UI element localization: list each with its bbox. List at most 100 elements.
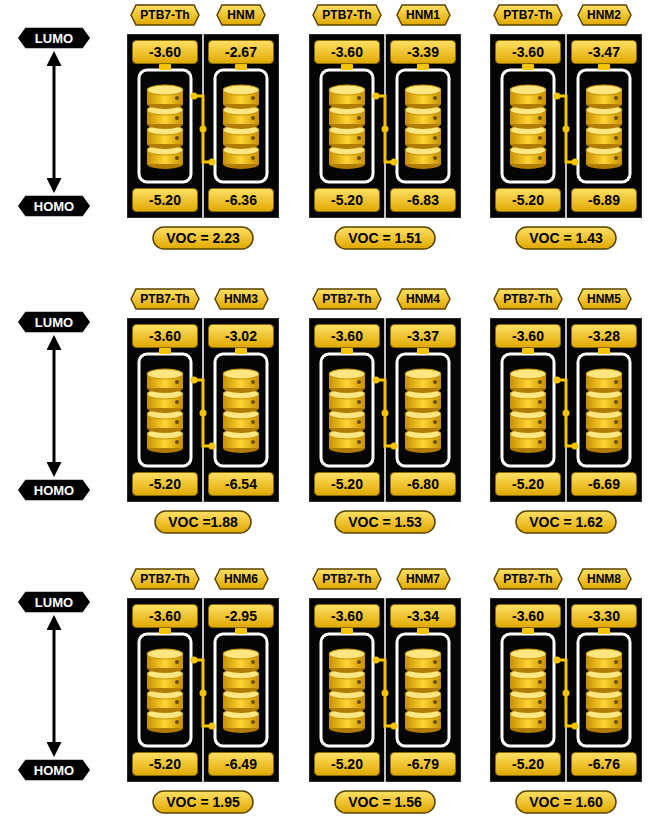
voc-pill: VOC = 1.51	[334, 226, 436, 250]
cell-dot	[614, 156, 618, 160]
cell-top	[329, 85, 365, 95]
cell-dot	[614, 136, 618, 140]
energy-level: -3.47	[588, 44, 620, 60]
cell-top	[405, 369, 441, 379]
wire-terminal	[554, 377, 561, 384]
energy-value: -3.28	[571, 324, 637, 348]
battery-wire	[554, 380, 578, 446]
energy-value: -3.60	[495, 324, 561, 348]
cell-dot	[433, 440, 437, 444]
cell-dot	[175, 156, 179, 160]
battery-cap	[235, 64, 247, 70]
voc-value: VOC = 1.56	[348, 794, 422, 810]
cell-dot	[433, 136, 437, 140]
energy-level: -6.69	[588, 476, 620, 492]
cell-top	[147, 85, 183, 95]
cell-dot	[175, 116, 179, 120]
cell-dot	[538, 380, 542, 384]
battery-cap	[159, 628, 171, 634]
cell-top	[510, 369, 546, 379]
material-name: PTB7-Th	[140, 8, 189, 22]
level-name: HOMO	[34, 199, 74, 214]
wire-terminal	[209, 723, 216, 730]
material-tag: PTB7-Th	[130, 288, 200, 310]
energy-value: -5.20	[314, 472, 380, 496]
cell-dot	[433, 420, 437, 424]
battery-cap	[341, 348, 353, 354]
material-tag: PTB7-Th	[312, 288, 382, 310]
energy-level: -5.20	[331, 756, 363, 772]
level-hexagon: LUMO	[16, 26, 92, 50]
material-tag: HNM1	[396, 4, 451, 26]
energy-level: -5.20	[331, 192, 363, 208]
material-tag: PTB7-Th	[130, 4, 200, 26]
material-tag: PTB7-Th	[493, 288, 563, 310]
energy-level: -6.49	[225, 756, 257, 772]
cell-dot	[175, 380, 179, 384]
cell-dot	[251, 720, 255, 724]
energy-level: -6.79	[407, 756, 439, 772]
double-arrow	[53, 338, 56, 474]
battery-cap	[417, 628, 429, 634]
material-tag: HNM	[216, 4, 266, 26]
cell-dot	[251, 380, 255, 384]
wire-terminal	[391, 159, 398, 166]
energy-level: -6.80	[407, 476, 439, 492]
battery-wire	[554, 96, 578, 162]
cell-dot	[357, 400, 361, 404]
energy-level: -3.60	[149, 608, 181, 624]
battery-outline	[321, 70, 373, 182]
wire-terminal	[373, 377, 380, 384]
cell-top	[223, 369, 259, 379]
battery-outline	[139, 634, 191, 746]
wire-joint	[382, 410, 389, 417]
double-arrow	[53, 618, 56, 754]
cell-dot	[251, 156, 255, 160]
wire-joint	[563, 410, 570, 417]
battery-cap	[522, 628, 534, 634]
material-name: PTB7-Th	[322, 572, 371, 586]
voc-value: VOC = 1.62	[529, 514, 603, 530]
energy-value: -3.60	[314, 324, 380, 348]
material-name: PTB7-Th	[322, 292, 371, 306]
voc-value: VOC = 1.53	[348, 514, 422, 530]
cell-dot	[357, 116, 361, 120]
material-name: PTB7-Th	[503, 292, 552, 306]
voc-value: VOC = 2.23	[166, 230, 240, 246]
cell-dot	[175, 720, 179, 724]
energy-level: -2.95	[225, 608, 257, 624]
cell-dot	[175, 440, 179, 444]
battery-outline	[502, 634, 554, 746]
cell-dot	[357, 380, 361, 384]
energy-value: -3.30	[571, 604, 637, 628]
cell-dot	[433, 660, 437, 664]
cell-dot	[614, 380, 618, 384]
energy-value: -3.60	[132, 604, 198, 628]
material-tag: HNM2	[577, 4, 632, 26]
wire-joint	[563, 126, 570, 133]
battery-outline	[397, 70, 449, 182]
voc-pill: VOC =1.88	[154, 510, 252, 534]
battery-outline	[578, 634, 630, 746]
energy-level: -3.30	[588, 608, 620, 624]
energy-value: -5.20	[132, 188, 198, 212]
material-tag: PTB7-Th	[493, 4, 563, 26]
energy-value: -3.39	[390, 40, 456, 64]
cell-dot	[433, 400, 437, 404]
level-hexagon: HOMO	[16, 194, 92, 218]
material-name: HNM	[227, 8, 254, 22]
energy-value: -5.20	[132, 752, 198, 776]
cell-dot	[538, 720, 542, 724]
battery-wire	[191, 96, 215, 162]
material-name: PTB7-Th	[503, 572, 552, 586]
cell-dot	[614, 680, 618, 684]
voc-pill: VOC = 1.60	[515, 790, 617, 814]
material-tag: PTB7-Th	[312, 4, 382, 26]
cell-dot	[357, 720, 361, 724]
cell-dot	[614, 96, 618, 100]
energy-value: -6.79	[390, 752, 456, 776]
wire-joint	[200, 126, 207, 133]
battery-cap	[598, 64, 610, 70]
energy-value: -3.37	[390, 324, 456, 348]
material-tag: HNM6	[214, 568, 269, 590]
